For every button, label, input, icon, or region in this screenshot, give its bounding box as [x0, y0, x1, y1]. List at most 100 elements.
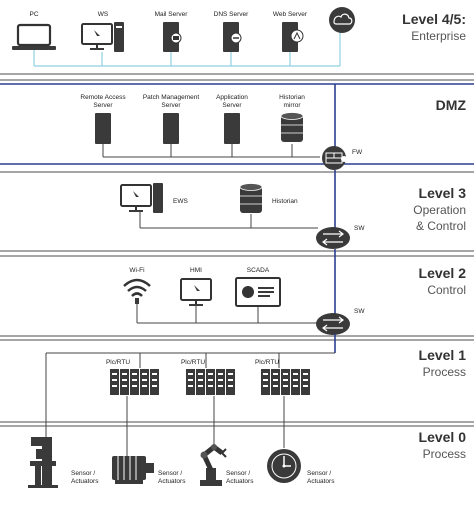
- dmz-label-historian-mirror-1: Historian: [279, 94, 305, 101]
- plc-module-slot: [112, 379, 117, 381]
- application-server-icon: [224, 113, 240, 144]
- plc-module: [226, 369, 235, 395]
- device-label-dns-server: DNS Server: [214, 11, 250, 18]
- plc-module-slot: [263, 379, 268, 381]
- plc-module: [301, 369, 310, 395]
- internet-router-icon: [329, 7, 355, 33]
- plc-module: [291, 369, 300, 395]
- robot-arm-icon: [200, 444, 227, 486]
- level-0-subtitle: Process: [423, 447, 466, 461]
- level-enterprise-title: Level 4/5:: [402, 11, 466, 27]
- patch-management-server-icon: [163, 113, 179, 144]
- sensor-label-3a: Sensor /: [226, 470, 250, 477]
- plc-module: [281, 369, 290, 395]
- plc-module-slot: [208, 385, 213, 387]
- plc-module-slot: [303, 373, 308, 375]
- level2-switch-icon: [316, 313, 350, 335]
- workstation-icon: [81, 22, 124, 52]
- level3-switch-icon: [316, 227, 350, 249]
- historian-database-icon: [239, 183, 263, 213]
- level-2-title: Level 2: [419, 265, 467, 281]
- plc-module-slot: [218, 379, 223, 381]
- dmz-label-historian-mirror-2: mirror: [284, 102, 302, 109]
- plc-module-slot: [142, 379, 147, 381]
- plc-module-slot: [303, 385, 308, 387]
- plc-module-slot: [122, 373, 127, 375]
- plc-module-slot: [228, 373, 233, 375]
- historian-label: Historian: [272, 198, 298, 205]
- plc-module-slot: [218, 385, 223, 387]
- plc-module: [206, 369, 215, 395]
- plc-module-slot: [198, 385, 203, 387]
- plc-module-slot: [273, 373, 278, 375]
- plc-rack-icon-3: [261, 369, 310, 395]
- laptop-icon: [12, 23, 56, 50]
- plc-module-slot: [112, 373, 117, 375]
- firewall-label: FW: [352, 149, 363, 156]
- plc-module-slot: [188, 385, 193, 387]
- sensor-label-3b: Actuators: [226, 478, 254, 485]
- plc-module-slot: [198, 373, 203, 375]
- plc-rack-icon-2: [186, 369, 235, 395]
- plc-module-slot: [273, 385, 278, 387]
- plc-label-3: Plc/RTU: [255, 359, 279, 366]
- plc-rack-icon-1: [110, 369, 159, 395]
- plc-module-slot: [142, 385, 147, 387]
- plc-module-slot: [152, 379, 157, 381]
- sensor-label-2a: Sensor /: [158, 470, 182, 477]
- plc-module-slot: [198, 379, 203, 381]
- dmz-label-patch-mgmt-2: Server: [161, 102, 181, 109]
- plc-module: [196, 369, 205, 395]
- motor-icon: [112, 456, 154, 484]
- plc-module-slot: [228, 379, 233, 381]
- sensor-label-4b: Actuators: [307, 478, 335, 485]
- plc-module-slot: [263, 373, 268, 375]
- hmi-monitor-icon: [180, 278, 212, 306]
- plc-module-slot: [283, 379, 288, 381]
- web-server-icon: [282, 22, 304, 52]
- plc-module-slot: [208, 379, 213, 381]
- level-2-subtitle: Control: [427, 283, 466, 297]
- historian-mirror-database-icon: [280, 112, 304, 142]
- dns-server-icon: [223, 22, 242, 52]
- level3-switch-label: SW: [354, 225, 365, 232]
- plc-module: [130, 369, 139, 395]
- plc-module-slot: [188, 379, 193, 381]
- plc-module-slot: [142, 373, 147, 375]
- plc-module-slot: [293, 379, 298, 381]
- plc-module: [150, 369, 159, 395]
- plc-module-slot: [112, 385, 117, 387]
- firewall-icon: [322, 146, 347, 170]
- plc-module-slot: [283, 385, 288, 387]
- dmz-label-application-2: Server: [222, 102, 242, 109]
- level-0-title: Level 0: [419, 429, 467, 445]
- device-label-mail-server: Mail Server: [155, 11, 189, 18]
- dmz-label-patch-mgmt-1: Patch Management: [143, 94, 200, 101]
- scada-screen-icon: [235, 277, 281, 307]
- ews-label: EWS: [173, 198, 188, 205]
- level-1-subtitle: Process: [423, 365, 466, 379]
- wifi-label: Wi-Fi: [129, 267, 144, 274]
- level-3-subtitle-line1: Operation: [413, 203, 466, 217]
- plc-module-slot: [152, 385, 157, 387]
- device-label-web-server: Web Server: [273, 11, 308, 18]
- level2-switch-label: SW: [354, 308, 365, 315]
- dmz-label-remote-access-2: Server: [93, 102, 113, 109]
- cnc-machine-icon: [28, 437, 58, 488]
- engineering-workstation-icon: [120, 183, 163, 213]
- level-enterprise-subtitle: Enterprise: [411, 29, 466, 43]
- scada-label: SCADA: [247, 267, 270, 274]
- plc-module-slot: [293, 373, 298, 375]
- plc-label-2: Plc/RTU: [181, 359, 205, 366]
- plc-module: [261, 369, 270, 395]
- sensor-label-1a: Sensor /: [71, 470, 95, 477]
- hmi-label: HMI: [190, 267, 202, 274]
- plc-module-slot: [132, 385, 137, 387]
- plc-module: [110, 369, 119, 395]
- plc-module: [271, 369, 280, 395]
- plc-module-slot: [228, 385, 233, 387]
- level-dmz-title: DMZ: [436, 97, 467, 113]
- plc-module-slot: [122, 385, 127, 387]
- plc-module: [186, 369, 195, 395]
- plc-label-1: Plc/RTU: [106, 359, 130, 366]
